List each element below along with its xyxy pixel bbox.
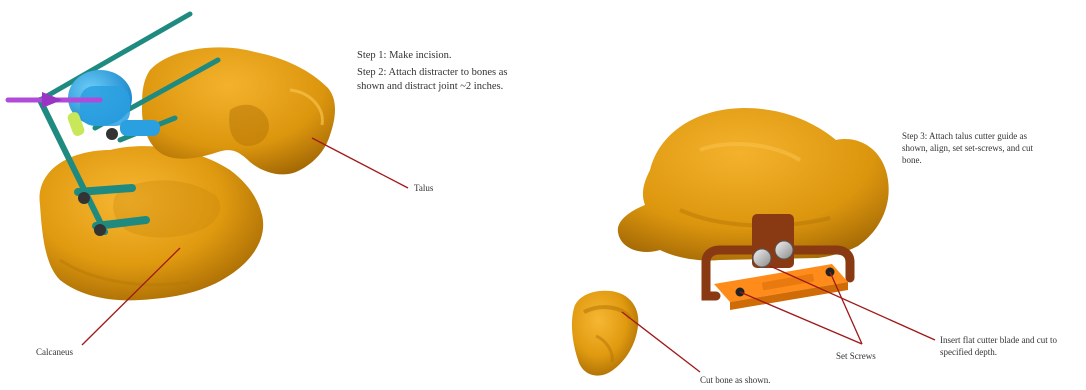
step1-text: Step 1: Make incision. — [357, 49, 577, 63]
talus-leader-line — [312, 138, 408, 188]
step3-text: Step 3: Attach talus cutter guide as sho… — [902, 130, 1082, 166]
cut-bone-piece — [572, 291, 638, 376]
talus-label: Talus — [414, 182, 433, 194]
talus-bone — [142, 47, 335, 174]
calcaneus-label: Calcaneus — [36, 346, 73, 358]
blade-label: Insert flat cutter blade and cut to spec… — [940, 334, 1080, 358]
set-screws-label: Set Screws — [836, 350, 876, 362]
step2-text: Step 2: Attach distracter to bones as sh… — [357, 66, 587, 94]
set-screw-leader-line-1 — [740, 292, 862, 344]
cut-bone-label: Cut bone as shown. — [700, 374, 771, 386]
